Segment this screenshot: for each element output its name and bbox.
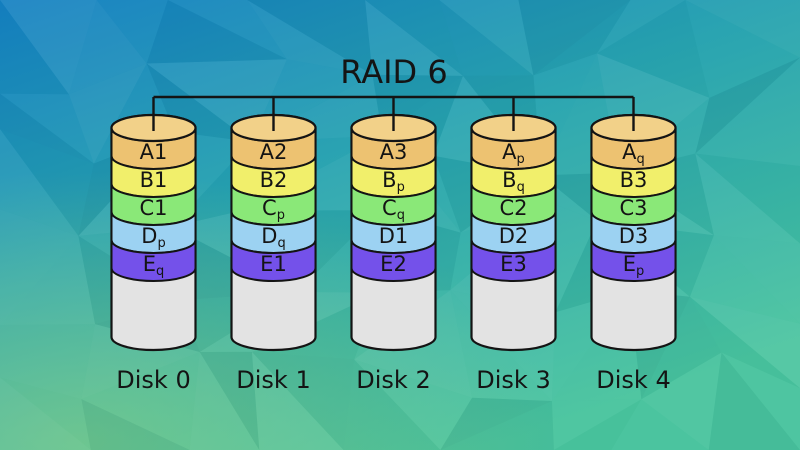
stripe-label-ep: Ep	[623, 252, 645, 279]
stripe-label-b2: B2	[260, 168, 288, 192]
stripe-label-c2: C2	[499, 196, 527, 220]
stripe-label-dq: Dq	[261, 224, 285, 251]
background-triangle	[81, 324, 200, 400]
background-triangle	[199, 351, 260, 450]
stripe-label-b3: B3	[620, 168, 648, 192]
disk-name-label: Disk 0	[116, 366, 190, 394]
stripe-band-e1	[230, 239, 317, 282]
background-triangle	[68, 0, 147, 95]
stripe-label-a3: A3	[380, 140, 408, 164]
disk-name-label: Disk 1	[236, 366, 310, 394]
background-triangle	[354, 359, 473, 450]
background-triangle	[641, 352, 722, 450]
background-triangle	[695, 153, 800, 244]
stripe-band-eq	[110, 239, 197, 282]
background-triangle	[146, 0, 287, 64]
background-triangle	[641, 296, 722, 400]
disk-name-label: Disk 4	[596, 366, 670, 394]
background-triangle	[0, 377, 91, 450]
background-triangle	[689, 235, 800, 324]
diagram-title: RAID 6	[340, 53, 447, 91]
stripe-label-a1: A1	[140, 140, 168, 164]
stripe-label-c3: C3	[619, 196, 647, 220]
stripe-label-e1: E1	[260, 252, 287, 276]
disk-name-label: Disk 3	[476, 366, 550, 394]
stripe-band-e3	[470, 239, 557, 282]
stripe-label-bp: Bp	[382, 168, 405, 195]
background-triangle	[708, 352, 800, 450]
background-triangle	[251, 351, 344, 450]
background-triangle	[0, 129, 79, 236]
background-triangle	[440, 397, 552, 450]
background-triangle	[365, 0, 463, 76]
stripe-band-ep	[590, 239, 677, 282]
background-triangle	[695, 57, 800, 154]
stripe-label-aq: Aq	[622, 140, 645, 167]
background-triangle	[81, 399, 190, 450]
stripe-label-ap: Ap	[502, 140, 525, 167]
background-triangle	[713, 235, 800, 324]
stripe-label-d3: D3	[619, 224, 649, 248]
background-triangle	[689, 296, 800, 389]
stripe-band-e2	[350, 239, 437, 282]
background-triangle	[518, 0, 631, 76]
stripe-label-e2: E2	[380, 252, 407, 276]
background-triangle	[0, 235, 96, 325]
background-triangle	[439, 0, 534, 76]
disk-name-label: Disk 2	[356, 366, 430, 394]
background-triangle	[0, 93, 94, 164]
background-triangle	[68, 63, 147, 164]
background-triangle	[247, 0, 373, 75]
background-triangle	[553, 203, 598, 313]
background-triangle	[0, 209, 79, 325]
background-triangle	[551, 290, 630, 401]
stripe-label-c1: C1	[139, 196, 167, 220]
stripe-label-d2: D2	[499, 224, 529, 248]
stripe-label-a2: A2	[260, 140, 288, 164]
stripe-label-dp: Dp	[141, 224, 165, 251]
stripe-label-eq: Eq	[143, 252, 165, 279]
background-triangle	[685, 0, 800, 58]
stripe-label-cp: Cp	[262, 196, 285, 223]
background-triangle	[247, 0, 373, 75]
background-triangle	[379, 232, 461, 293]
stripe-label-bq: Bq	[502, 168, 525, 195]
stripe-label-d1: D1	[379, 224, 409, 248]
stripe-label-cq: Cq	[382, 196, 405, 223]
background-triangle	[533, 0, 631, 76]
background-triangle	[0, 0, 97, 95]
stripe-label-b1: B1	[140, 168, 168, 192]
stripe-label-e3: E3	[500, 252, 527, 276]
background-triangle	[440, 400, 554, 450]
background-triangle	[189, 351, 260, 450]
